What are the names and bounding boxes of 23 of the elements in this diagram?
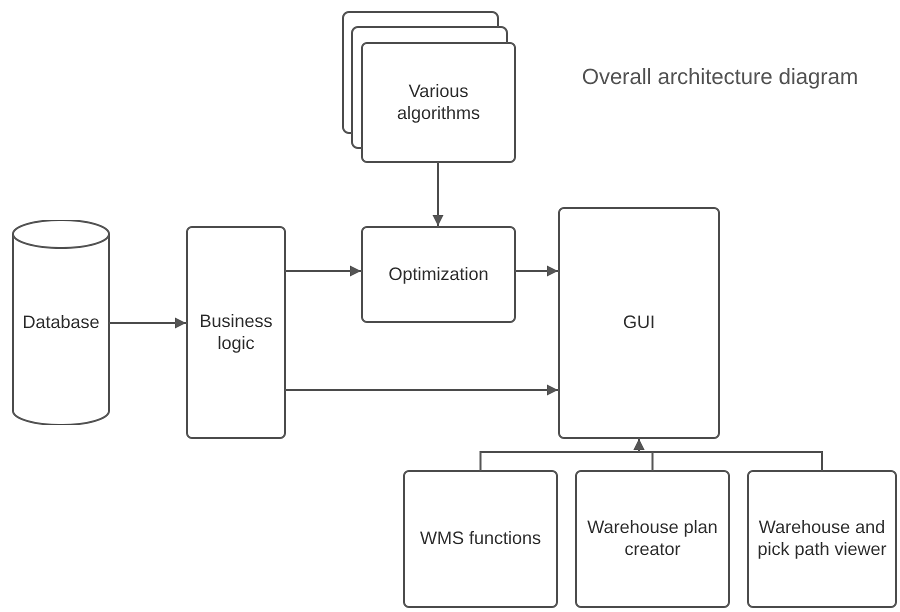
process-box [186,226,286,439]
arrow [516,266,558,276]
module-box [747,470,897,608]
process-box [361,226,516,323]
arrow [110,318,186,328]
node-label: Warehouse plan creator [586,517,719,561]
module-box [575,470,730,608]
node-label: Database [22,312,100,334]
arrow [286,384,558,396]
node-label: Business logic [198,310,274,354]
arrow [634,439,823,470]
node-label: GUI [622,312,655,334]
module-box [403,470,558,608]
process-box [558,207,720,439]
arrow [432,163,444,226]
process-box [361,42,516,163]
node-label: Various algorithms [396,80,482,124]
node-label: Optimization [388,264,489,286]
diagram-title: Overall architecture diagram [580,64,860,90]
database-cylinder [12,220,110,425]
node-label: WMS functions [420,528,542,550]
arrow [286,266,361,276]
node-label: Warehouse and pick path viewer [756,517,888,561]
